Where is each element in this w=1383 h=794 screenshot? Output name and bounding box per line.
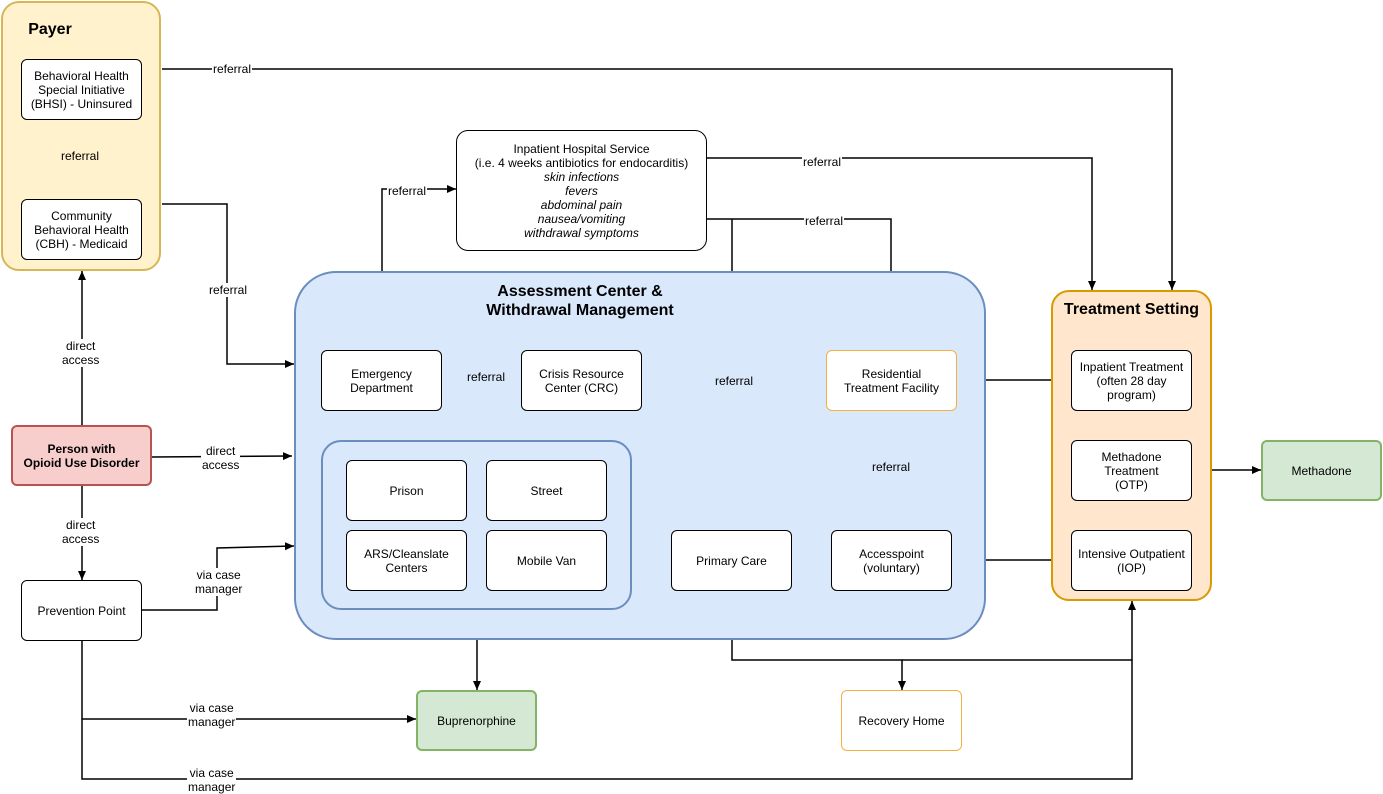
prison-node: Prison [346, 460, 467, 521]
edge-label-accesspoint-residential: referral [871, 460, 912, 474]
edge-label-bhsi-cbh: referral [60, 149, 101, 163]
inpatient-hospital-node: Inpatient Hospital Service (i.e. 4 weeks… [456, 130, 707, 251]
buprenorphine-node: Buprenorphine [416, 690, 537, 751]
recovery-home-node: Recovery Home [841, 690, 962, 751]
methadone-treatment-node: Methadone Treatment (OTP) [1071, 440, 1192, 501]
edge-label-prevention-iop: via case manager [187, 766, 237, 794]
edge-prevention-iop [81, 660, 1133, 780]
assessment-title: Assessment Center & Withdrawal Managemen… [486, 283, 674, 319]
emergency-department-node: Emergency Department [321, 350, 442, 411]
edge-label-ed-crc: referral [466, 370, 507, 384]
edge-label-person-assessment: direct access [201, 444, 241, 472]
edge-bhsi-treatment [162, 68, 1176, 290]
payer-title: Payer [28, 21, 72, 38]
edge-label-ed-inpatient: referral [387, 184, 428, 198]
edge-label-bhsi-treatment: referral [212, 62, 253, 76]
crisis-resource-center-node: Crisis Resource Center (CRC) [521, 350, 642, 411]
edge-label-person-cbh: direct access [61, 339, 101, 367]
treatment-title: Treatment Setting [1063, 301, 1200, 318]
primary-care-node: Primary Care [671, 530, 792, 591]
person-node: Person with Opioid Use Disorder [11, 425, 152, 486]
edge-label-crc-residential: referral [714, 374, 755, 388]
residential-treatment-node: Residential Treatment Facility [826, 350, 957, 411]
methadone-node: Methadone [1261, 440, 1382, 501]
mobile-van-node: Mobile Van [486, 530, 607, 591]
edge-label-person-prevention: direct access [61, 518, 101, 546]
prevention-point-node: Prevention Point [21, 580, 142, 641]
edge-label-prevention-assessment: via case manager [194, 568, 244, 596]
bhsi-node: Behavioral Health Special Initiative (BH… [21, 59, 142, 120]
cbh-node: Community Behavioral Health (CBH) - Medi… [21, 199, 142, 260]
accesspoint-node: Accesspoint (voluntary) [831, 530, 952, 591]
edge-label-prevention-buprenorphine: via case manager [187, 701, 237, 729]
inpatient-treatment-node: Inpatient Treatment (often 28 day progra… [1071, 350, 1192, 411]
edge-label-inpatient-treatment: referral [802, 155, 843, 169]
edge-label-inpatient-residential: referral [804, 214, 845, 228]
edge-prevention-buprenorphine [81, 641, 416, 723]
iop-node: Intensive Outpatient (IOP) [1071, 530, 1192, 591]
edge-label-cbh-assessment: referral [208, 283, 249, 297]
ars-cleanslate-node: ARS/Cleanslate Centers [346, 530, 467, 591]
street-node: Street [486, 460, 607, 521]
